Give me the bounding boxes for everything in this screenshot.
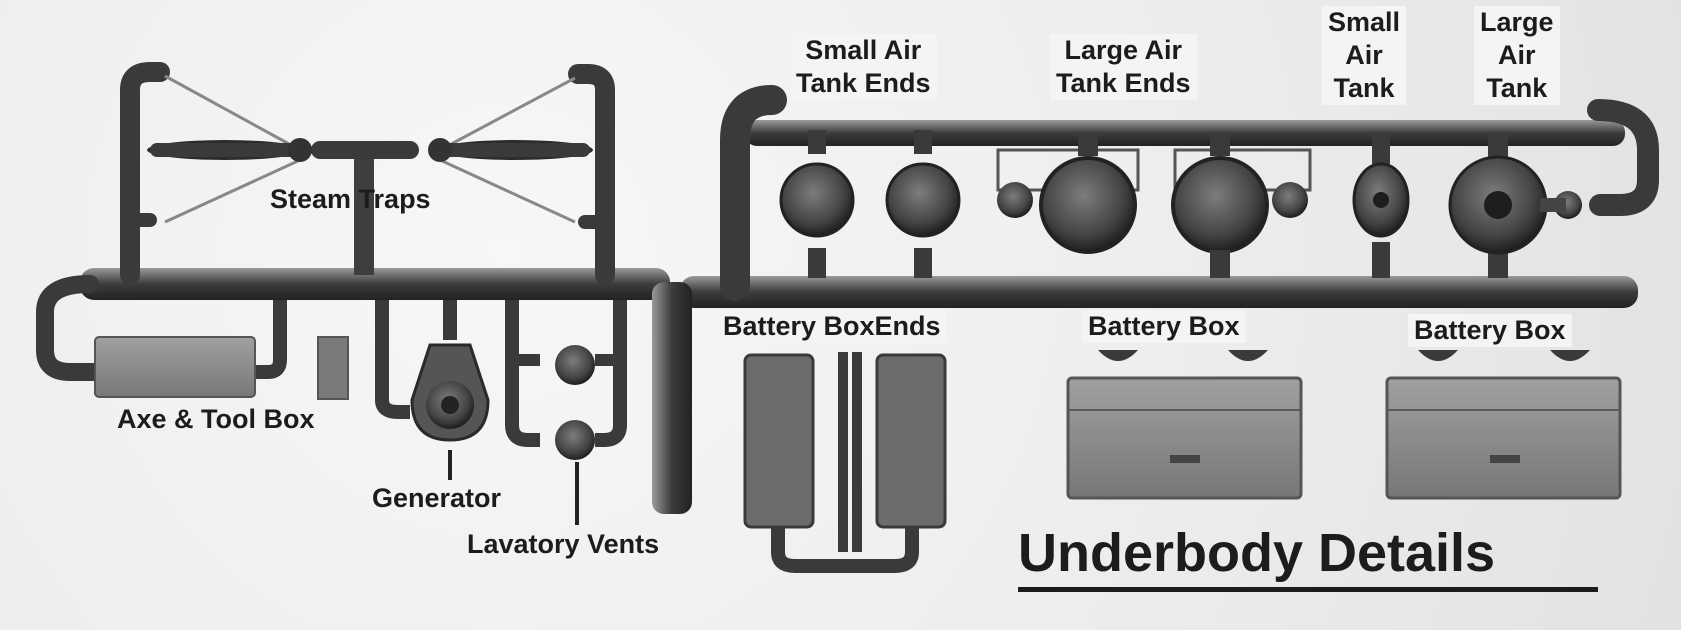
lavatory-vent-part bbox=[555, 345, 595, 525]
title-underline bbox=[1018, 587, 1598, 592]
main-runner bbox=[36, 85, 1659, 514]
steam-trap-part bbox=[428, 138, 593, 162]
large-air-tank-end-part bbox=[996, 134, 1140, 254]
lower-left-gates bbox=[255, 300, 627, 447]
label-axe-tool-box: Axe & Tool Box bbox=[117, 404, 315, 434]
label-steam-traps: Steam Traps bbox=[270, 184, 431, 214]
axe-tool-box-part bbox=[94, 336, 349, 400]
steam-trap-part bbox=[147, 138, 312, 162]
battery-box-part bbox=[1385, 350, 1622, 500]
large-air-tank-part bbox=[1448, 134, 1582, 278]
battery-box-part bbox=[1066, 350, 1303, 500]
label-small-air-tank: Small Air Tank bbox=[1322, 6, 1407, 105]
label-battery-box-1: Battery Box bbox=[1082, 310, 1246, 343]
label-battery-box-ends: Battery BoxEnds bbox=[717, 310, 947, 343]
label-generator: Generator bbox=[372, 483, 502, 513]
label-large-air-tank-ends: Large Air Tank Ends bbox=[1050, 34, 1197, 100]
label-large-air-tank: Large Air Tank bbox=[1474, 6, 1560, 105]
battery-box-end-part bbox=[743, 352, 947, 573]
label-lavatory-vents: Lavatory Vents bbox=[467, 529, 660, 559]
small-air-tank-part bbox=[1352, 134, 1410, 278]
label-battery-box-2: Battery Box bbox=[1408, 314, 1572, 347]
small-air-tank-end-part bbox=[885, 130, 961, 278]
small-air-tank-end-part bbox=[779, 130, 855, 278]
generator-part bbox=[410, 343, 490, 480]
label-small-air-tank-ends: Small Air Tank Ends bbox=[790, 34, 937, 100]
steam-trap-frame bbox=[120, 62, 615, 285]
page-title: Underbody Details bbox=[1018, 523, 1496, 583]
large-air-tank-end-part bbox=[1171, 134, 1312, 278]
